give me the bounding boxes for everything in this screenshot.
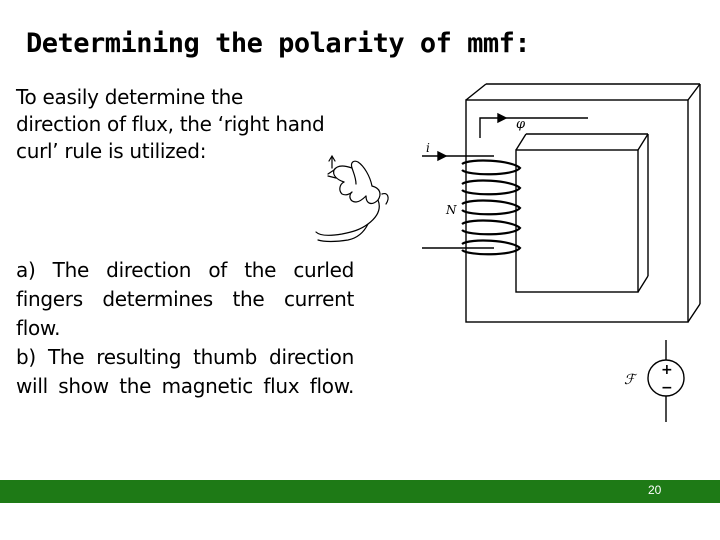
page-number: 20: [648, 483, 662, 497]
magnetic-core-diagram: φ i N: [422, 83, 701, 323]
turns-label: N: [445, 203, 457, 217]
point-b: b) The resulting thumb direction will sh…: [16, 345, 354, 398]
slide-title: Determining the polarity of mmf:: [26, 28, 531, 59]
flux-label: φ: [516, 117, 526, 132]
mmf-source-symbol: + − ℱ: [624, 340, 685, 422]
core-window: [515, 149, 639, 293]
intro-text: To easily determine the direction of flu…: [16, 85, 325, 163]
current-label: i: [426, 141, 430, 155]
mmf-plus: +: [661, 362, 673, 378]
point-a: a) The direction of the curled fingers d…: [16, 258, 354, 340]
explanation-list: a) The direction of the curled fingers d…: [16, 256, 354, 401]
mmf-symbol: ℱ: [624, 372, 638, 388]
footer-bar: [0, 480, 720, 503]
mmf-minus: −: [661, 380, 673, 396]
right-hand-icon: [315, 154, 389, 243]
coil-windings: [461, 159, 522, 256]
